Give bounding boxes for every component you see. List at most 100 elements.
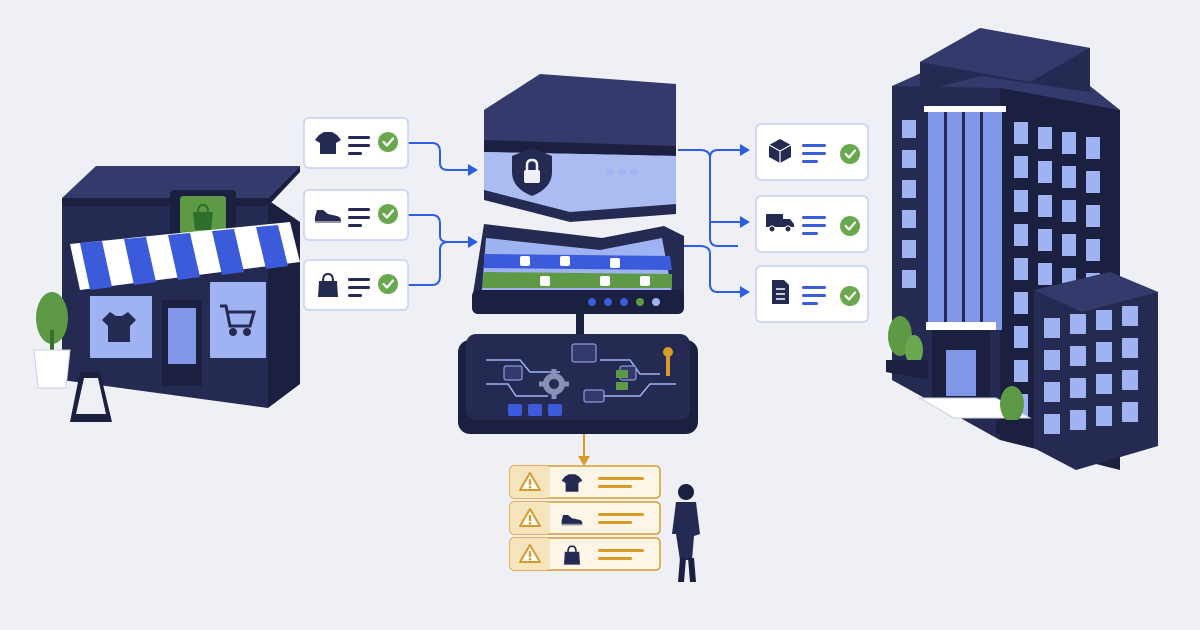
annex-window (1070, 314, 1086, 334)
annex-window (1096, 310, 1112, 330)
arrow-head-platform (468, 236, 478, 248)
t-shirt-icon (102, 312, 136, 342)
connector-left-bottom (408, 241, 449, 286)
alert-item-card (509, 501, 661, 535)
arrow-head-alerts (578, 456, 590, 466)
card-text-lines (598, 549, 644, 560)
vault-lid-front (484, 74, 676, 150)
card-text-lines (802, 286, 826, 305)
arrow-head-doc (740, 286, 750, 298)
incoming-item-card (303, 117, 409, 169)
tower-window (1038, 263, 1052, 285)
annex-window (1096, 406, 1112, 426)
warning-icon (519, 472, 541, 491)
tower-window (1062, 234, 1076, 256)
vault-indicator-dots (606, 168, 638, 176)
alert-item-card (509, 537, 661, 571)
gear-icon (539, 369, 569, 399)
connector-right-top (678, 149, 738, 247)
tower-window (1086, 239, 1100, 261)
annex-window (1044, 350, 1060, 370)
tower-entrance-frame (926, 322, 996, 330)
connector-left-top (408, 142, 470, 171)
document-icon (772, 280, 789, 304)
platform-bezel (472, 290, 684, 314)
annex-window (1122, 338, 1138, 358)
connector-right-box (709, 149, 740, 159)
platform-lane-bottom (482, 272, 672, 288)
alert-items (509, 465, 661, 571)
card-text-lines (802, 216, 826, 235)
tower-window (1014, 122, 1028, 144)
connector-left-mid (408, 214, 470, 243)
package-box-icon (768, 139, 792, 163)
tower-window (1014, 224, 1028, 246)
shopping-bag-icon (318, 272, 338, 297)
platform-nodes (520, 256, 650, 286)
outgoing-item-card (755, 195, 869, 253)
warning-icon (519, 508, 541, 527)
annex-window (1070, 378, 1086, 398)
connector-right-doc (678, 245, 740, 293)
platform-lane-top (484, 254, 672, 270)
storefront (33, 166, 300, 422)
annex-window (1096, 374, 1112, 394)
tower-door (946, 350, 976, 396)
arrow-head-box (740, 144, 750, 156)
tower-window (1062, 166, 1076, 188)
annex-window (1044, 318, 1060, 338)
tower-window (1038, 195, 1052, 217)
tower-window (1014, 156, 1028, 178)
card-text-lines (348, 208, 370, 227)
annex-window (1044, 414, 1060, 434)
person-figure (672, 484, 700, 582)
secure-vault (484, 74, 676, 222)
annex-window (1122, 306, 1138, 326)
person-body (672, 502, 700, 560)
check-badge-icon (840, 286, 860, 306)
office-building (886, 28, 1158, 470)
processing-platform (472, 224, 684, 340)
incoming-item-card (303, 259, 409, 311)
annex-window (1096, 342, 1112, 362)
arrow-head-vault (468, 164, 478, 176)
annex-window (1070, 410, 1086, 430)
board-green-chips (616, 370, 628, 390)
person-head (678, 484, 694, 500)
annex-window (1070, 346, 1086, 366)
card-text-lines (598, 477, 644, 488)
check-badge-icon (378, 204, 398, 224)
outgoing-items (755, 123, 869, 323)
tower-window (1062, 200, 1076, 222)
card-text-lines (598, 513, 644, 524)
tower-window (1086, 137, 1100, 159)
arrow-head-truck (740, 216, 750, 228)
tower-glass-mullions (944, 110, 983, 330)
board-ports (508, 404, 562, 416)
shield-lock-icon (512, 148, 552, 196)
wrench-icon (663, 347, 673, 376)
card-text-lines (348, 278, 370, 297)
tower-window (1038, 127, 1052, 149)
delivery-truck-icon (766, 214, 794, 233)
tower-window (1062, 132, 1076, 154)
tower-annex-top (1034, 272, 1158, 312)
check-badge-icon (840, 144, 860, 164)
connector-lines (408, 142, 740, 460)
tower-window (1014, 190, 1028, 212)
annex-window (1122, 402, 1138, 422)
sneaker-icon (315, 210, 341, 223)
shopping-cart-icon (220, 304, 256, 336)
shopping-bag-icon (564, 545, 580, 565)
card-text-lines (802, 144, 826, 163)
warning-icon (519, 544, 541, 563)
outgoing-item-card (755, 265, 869, 323)
incoming-item-card (303, 189, 409, 241)
tower-window (1086, 171, 1100, 193)
store-awning (70, 222, 300, 290)
sneaker-icon (561, 515, 583, 526)
person-legs (678, 558, 696, 582)
tower-window (1038, 229, 1052, 251)
